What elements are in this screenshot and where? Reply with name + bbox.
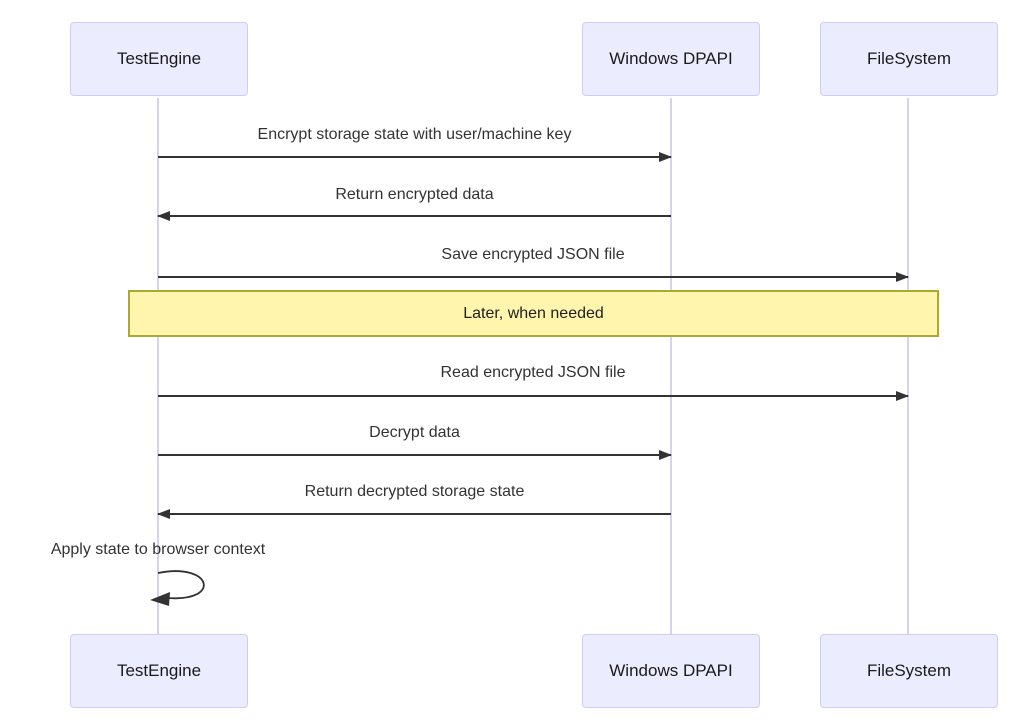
arrowhead-right-icon <box>659 450 672 460</box>
actor-testengine-top: TestEngine <box>70 22 248 96</box>
arrowhead-left-icon <box>150 592 170 606</box>
note-later-when-needed: Later, when needed <box>128 290 939 337</box>
message-label: Return decrypted storage state <box>304 483 525 500</box>
self-loop-arrow <box>150 570 205 606</box>
actor-testengine-bottom: TestEngine <box>70 634 248 708</box>
actor-windows-dpapi-top: Windows DPAPI <box>582 22 760 96</box>
lifeline-windows-dpapi <box>670 98 672 634</box>
arrowhead-right-icon <box>896 272 909 282</box>
actor-filesystem-bottom: FileSystem <box>820 634 998 708</box>
lifeline-testengine <box>157 98 159 634</box>
actor-filesystem-top: FileSystem <box>820 22 998 96</box>
message-arrow <box>158 272 909 282</box>
arrowhead-right-icon <box>659 152 672 162</box>
arrowhead-left-icon <box>157 211 170 221</box>
actor-windows-dpapi-bottom: Windows DPAPI <box>582 634 760 708</box>
message-label: Return encrypted data <box>335 186 494 203</box>
lifeline-filesystem <box>907 98 909 634</box>
message-arrow <box>158 450 672 460</box>
message-arrow <box>158 391 909 401</box>
message-label: Save encrypted JSON file <box>441 246 625 263</box>
arrowhead-right-icon <box>896 391 909 401</box>
message-label: Encrypt storage state with user/machine … <box>257 126 572 143</box>
message-arrow <box>157 509 671 519</box>
message-arrow <box>158 152 672 162</box>
message-label: Apply state to browser context <box>50 541 266 558</box>
arrowhead-left-icon <box>157 509 170 519</box>
message-arrow <box>157 211 671 221</box>
message-label: Decrypt data <box>369 424 460 441</box>
message-label: Read encrypted JSON file <box>440 364 626 381</box>
